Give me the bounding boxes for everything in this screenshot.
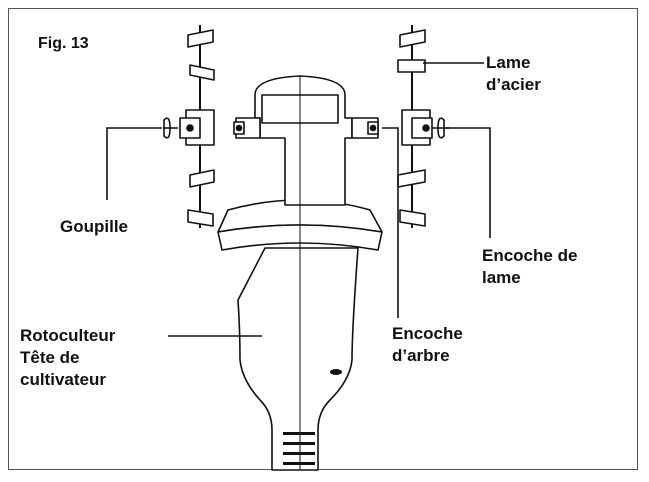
handle-shaft	[237, 247, 359, 471]
figure-label: Fig. 13	[38, 35, 89, 52]
shaft-notch-label-line1: Encoche	[392, 324, 463, 343]
pin-label: Goupille	[60, 217, 128, 236]
steel-blade-label-line1: Lame	[486, 53, 531, 72]
shaft-notch-label-line2: d’arbre	[392, 346, 450, 365]
cultivator-head-label-line2: Tête de	[20, 348, 80, 367]
blade-notch-label-line2: lame	[482, 268, 521, 287]
steel-blade-label-line2: d’acier	[486, 75, 541, 94]
cultivator-head-label-line3: cultivateur	[20, 370, 106, 389]
cultivator-head-label-line1: Rotoculteur	[20, 326, 116, 345]
blade-notch-label-line1: Encoche de	[482, 246, 578, 265]
